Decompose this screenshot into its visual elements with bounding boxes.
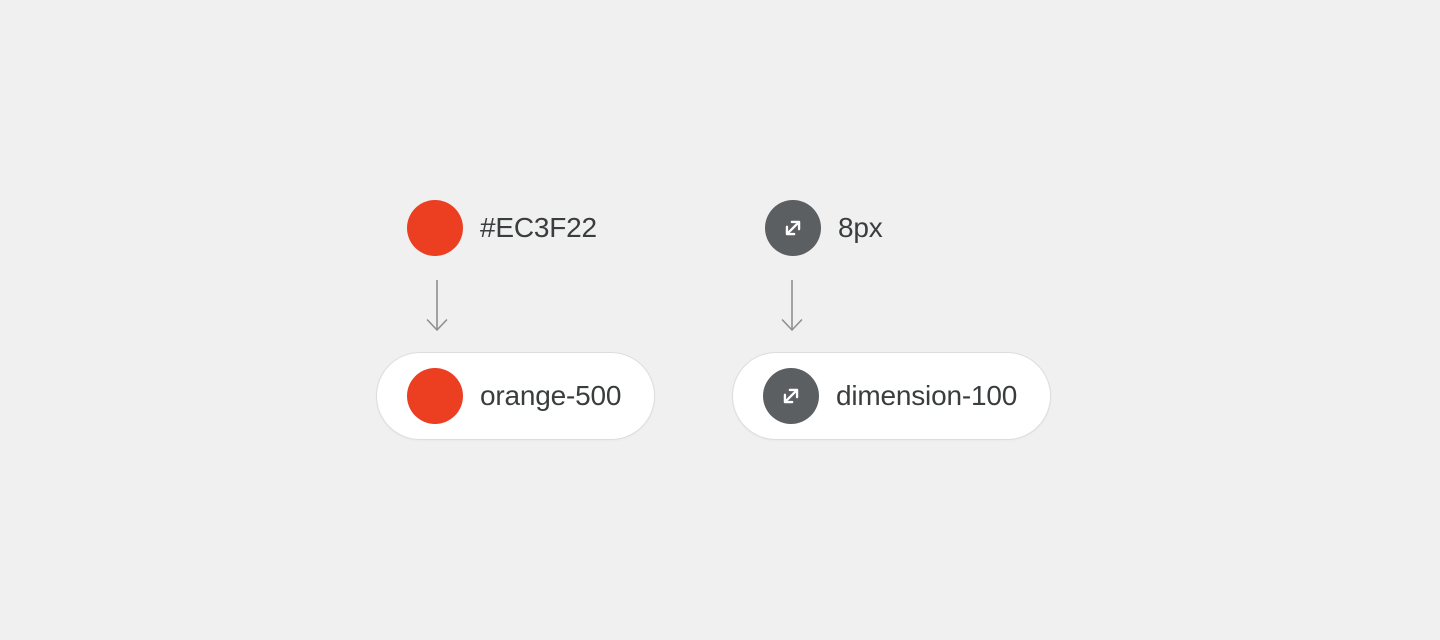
dimension-token-pill: dimension-100 — [732, 352, 1052, 440]
color-token-label: orange-500 — [480, 380, 622, 411]
color-swatch-circle — [407, 368, 463, 424]
dimension-value-row: 8px — [765, 200, 883, 256]
resize-diagonal-icon — [765, 200, 821, 256]
dimension-value-label: 8px — [838, 212, 883, 243]
dimension-token-label: dimension-100 — [836, 380, 1018, 411]
resize-diagonal-icon — [763, 368, 819, 424]
color-token-pill: orange-500 — [376, 352, 656, 440]
down-arrow-icon — [779, 279, 805, 333]
color-value-row: #EC3F22 — [407, 200, 597, 256]
color-value-label: #EC3F22 — [480, 212, 597, 243]
down-arrow-icon — [424, 279, 450, 333]
color-swatch-circle — [407, 200, 463, 256]
